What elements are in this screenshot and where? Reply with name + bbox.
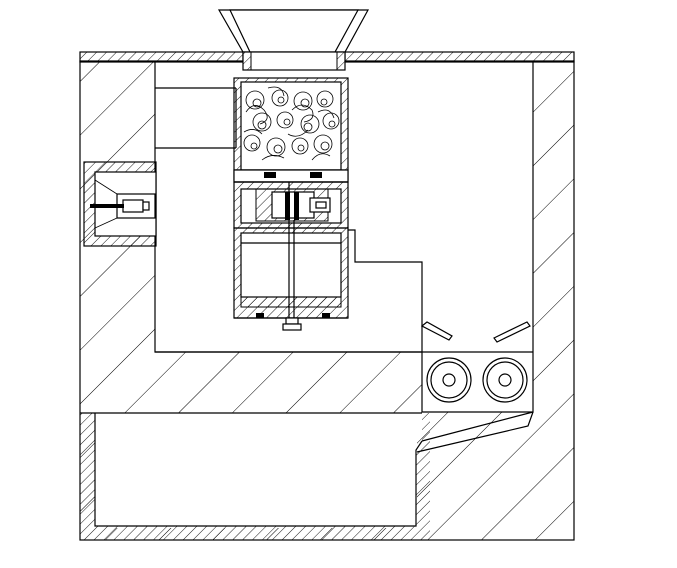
roller-left	[426, 357, 472, 403]
feed-hopper	[217, 9, 370, 71]
outlet-channel	[155, 229, 423, 353]
side-actuator	[83, 161, 157, 247]
guide-channel	[155, 87, 237, 149]
material-chamber	[233, 77, 349, 181]
press-cylinder	[233, 220, 349, 331]
seed-cluster	[243, 86, 340, 161]
roller-right	[482, 357, 528, 403]
top-wall-right	[344, 51, 575, 63]
deflectors	[420, 321, 531, 343]
inner-cavity-outline	[154, 62, 534, 413]
press-head	[233, 181, 349, 229]
bin-outline	[94, 413, 423, 527]
bin-wall	[80, 413, 430, 540]
housing-hatch	[80, 61, 574, 540]
discharge-chute	[416, 411, 534, 453]
dosing-plate	[233, 169, 349, 183]
top-wall	[79, 51, 244, 63]
